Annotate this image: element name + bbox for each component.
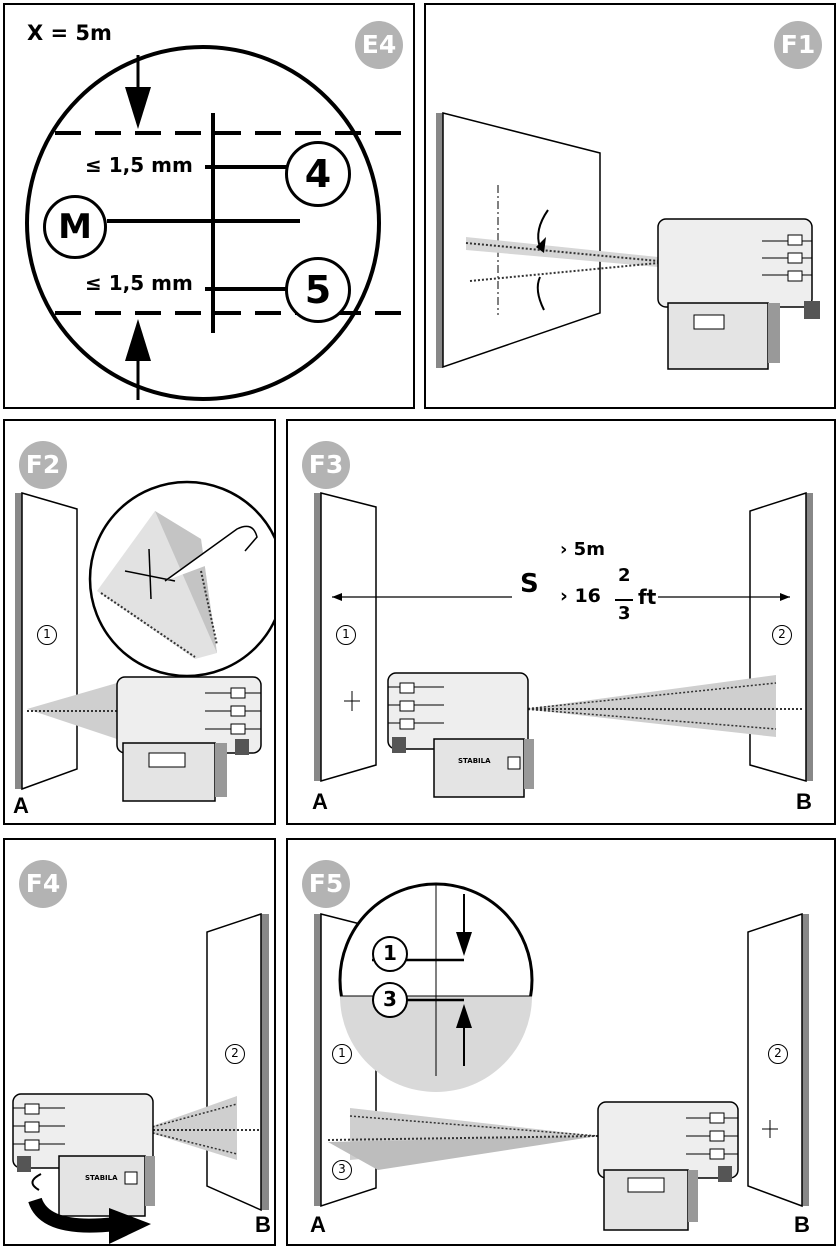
f5-diagram [314, 882, 809, 1231]
tolerance-bottom-label: ≤ 1,5 mm [85, 271, 193, 295]
tolerance-top-label: ≤ 1,5 mm [85, 153, 193, 177]
panel-f3: S › 5m › 16 2 3 ft 1 2 STABILA A B F3 [286, 419, 836, 825]
wall-label-b: B [794, 1212, 810, 1237]
badge-f2: F2 [19, 441, 67, 489]
panel-f4: 2 STABILA B F4 [3, 838, 276, 1246]
point-1: 1 [37, 625, 57, 645]
panel-f1: F1 [424, 3, 836, 409]
badge-f5: F5 [302, 860, 350, 908]
wall-label-a: A [13, 793, 29, 818]
panel-f5: 1 3 1 3 2 A B F5 [286, 838, 836, 1246]
wall-label-b: B [796, 789, 812, 814]
point-2: 2 [225, 1044, 245, 1064]
badge-f4: F4 [19, 860, 67, 908]
brand-label: STABILA [85, 1174, 118, 1182]
zoom-marker-3: 3 [372, 982, 408, 1018]
point-1: 1 [336, 625, 356, 645]
point-1: 1 [332, 1044, 352, 1064]
badge-f3: F3 [302, 441, 350, 489]
distance-meters: › 5m [560, 539, 605, 560]
point-2: 2 [768, 1044, 788, 1064]
wall-label-a: A [312, 789, 328, 814]
f1-diagram [436, 112, 820, 370]
badge-f1: F1 [774, 21, 822, 69]
badge-e4: E4 [355, 21, 403, 69]
panel-f2: 1 A F2 [3, 419, 276, 825]
distance-feet-prefix: › 16 [560, 585, 601, 607]
marker-4: 4 [285, 141, 351, 207]
wall-label-b: B [255, 1212, 271, 1237]
point-3: 3 [332, 1160, 352, 1180]
brand-label: STABILA [458, 757, 491, 765]
e4-diagram [25, 45, 405, 401]
zoom-marker-1: 1 [372, 936, 408, 972]
marker-5: 5 [285, 257, 351, 323]
fraction-bar [615, 599, 633, 601]
f3-diagram [314, 491, 813, 798]
distance-feet-unit: ft [638, 585, 657, 609]
fraction-numerator: 2 [618, 565, 631, 586]
fraction-denominator: 3 [618, 603, 631, 624]
wall-label-a: A [310, 1212, 326, 1237]
distance-label: X = 5m [27, 21, 112, 45]
point-2: 2 [772, 625, 792, 645]
distance-symbol: S [520, 569, 539, 599]
marker-m: M [43, 195, 107, 259]
panel-e4: X = 5m ≤ 1,5 mm ≤ 1,5 mm M 4 5 E4 [3, 3, 415, 409]
